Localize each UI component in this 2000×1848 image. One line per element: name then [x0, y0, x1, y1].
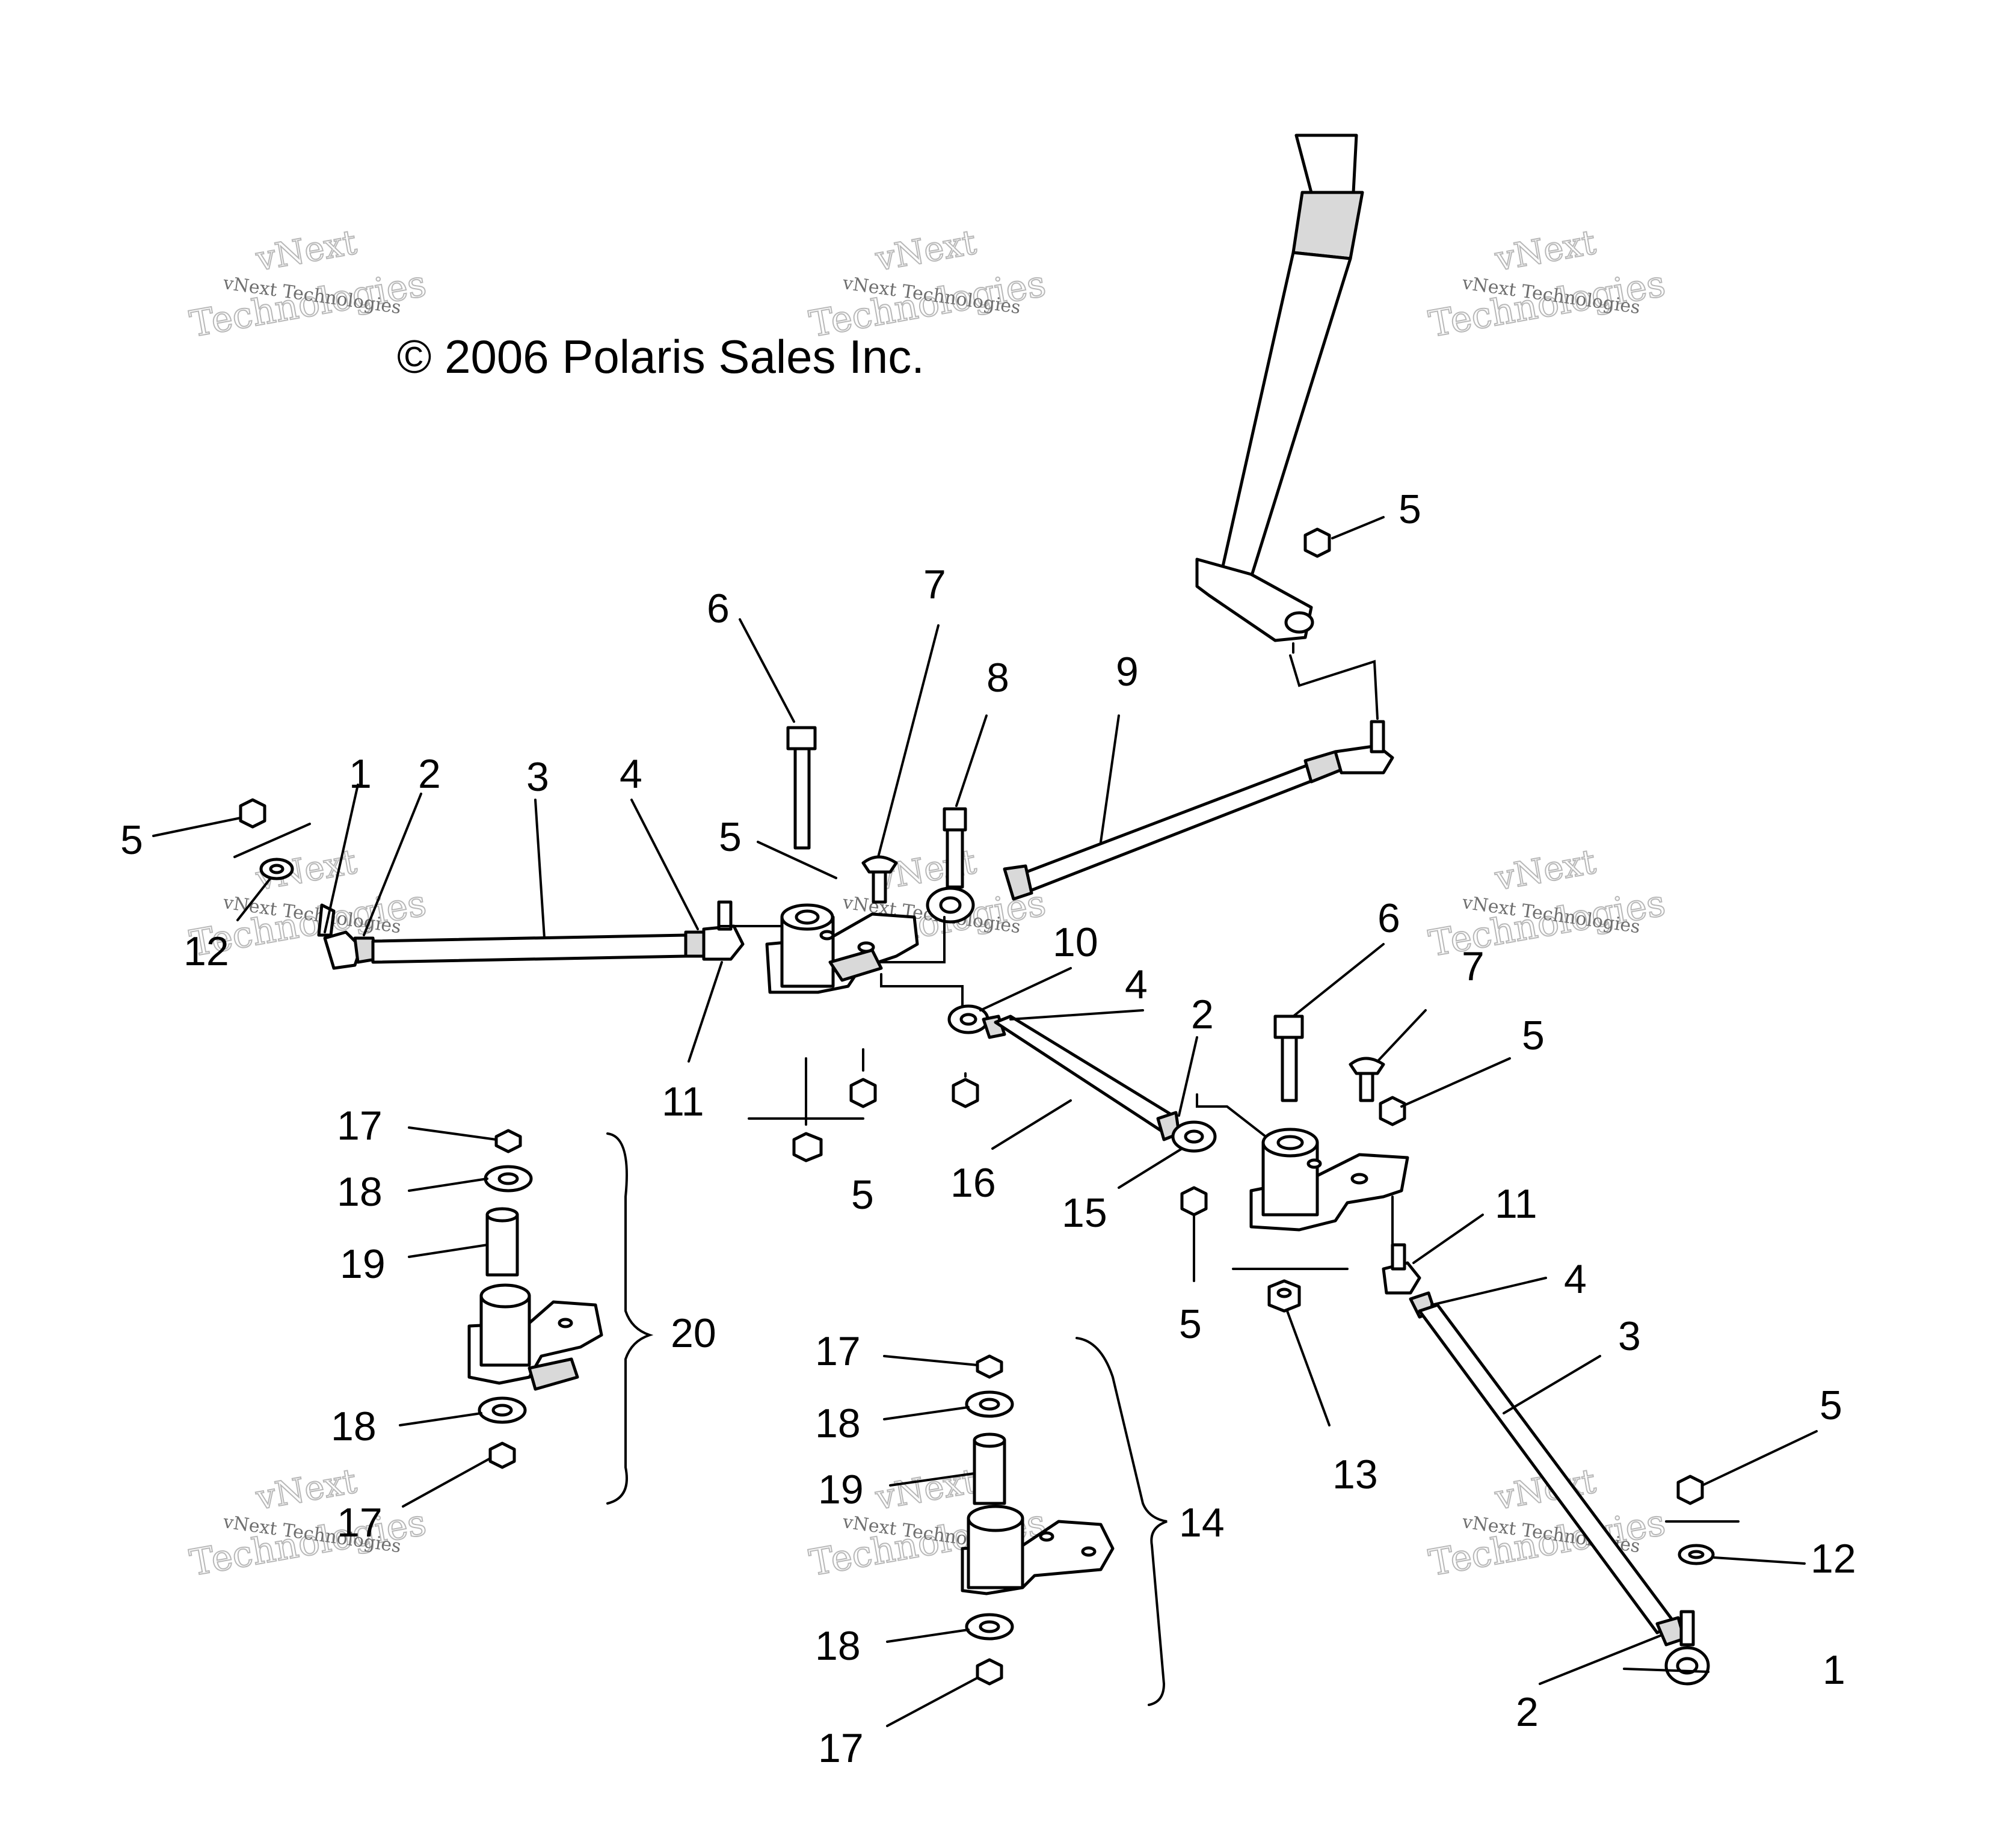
callout-10: 10: [1053, 919, 1098, 965]
copyright-text: © 2006 Polaris Sales Inc.: [397, 330, 925, 383]
callout-3-right: 3: [1618, 1313, 1641, 1359]
callout-5-drag: 5: [1179, 1301, 1202, 1347]
assembly-line-left: [233, 823, 311, 858]
callout-12-left: 12: [183, 929, 229, 974]
nut-5-lower-right: [1676, 1475, 1704, 1505]
callout-labels: 1 2 3 4 5 12 6 7 8 9 5 5 10 4 11 5 16 2 …: [120, 487, 1856, 1771]
callout-3-left: 3: [526, 754, 549, 800]
callout-14: 14: [1179, 1500, 1225, 1546]
callout-17-kit20-bottom: 17: [337, 1500, 383, 1546]
watermark-bottom-left: vNext Technologies vNext Technologies: [186, 1461, 429, 1585]
callout-19-kit14: 19: [818, 1467, 864, 1512]
assembly-line-upper: [718, 907, 783, 927]
bolt-6-upper: [786, 726, 817, 850]
idler-arm-right: [1249, 1128, 1409, 1232]
nut-13: [1267, 1279, 1301, 1313]
callout-8: 8: [986, 655, 1009, 701]
bolt-7-lower: [1349, 1057, 1385, 1102]
callout-7-lower: 7: [1462, 944, 1485, 989]
nut-5-right: [1379, 1096, 1406, 1126]
callout-16: 16: [950, 1160, 996, 1206]
callout-6-upper: 6: [707, 586, 730, 631]
callout-5-upper: 5: [719, 814, 742, 860]
callout-2-center: 2: [1191, 992, 1214, 1037]
callout-18-kit14-top: 18: [815, 1401, 861, 1446]
assembly-line-right: [1196, 1093, 1282, 1150]
watermark-line1: vNext: [872, 1462, 979, 1518]
callout-7-upper: 7: [923, 562, 946, 607]
tie-rod-9: [926, 720, 1394, 924]
washer-12-left: [259, 858, 294, 880]
callout-1-right: 1: [1823, 1647, 1845, 1693]
callout-leaders: [152, 516, 1818, 1727]
nuts-5-under-upper: [748, 1048, 979, 1162]
watermark-line1: vNext: [1492, 223, 1599, 279]
callout-5-column: 5: [1398, 487, 1421, 532]
callout-2-left: 2: [418, 751, 441, 797]
assembly-line-upper-2: [877, 916, 946, 963]
steering-column: [1195, 134, 1379, 720]
callout-11-left: 11: [662, 1079, 704, 1125]
kit-14-parts: [961, 1354, 1115, 1686]
bolt-7-upper: [861, 855, 898, 904]
watermark-top-center: vNext Technologies vNext Technologies: [805, 223, 1049, 346]
pitman-arm-upper: [765, 903, 919, 994]
watermark-line1: vNext: [1492, 843, 1599, 898]
callout-1-left: 1: [349, 751, 372, 797]
callout-17-kit14-top: 17: [815, 1328, 861, 1374]
callout-13: 13: [1332, 1452, 1378, 1497]
callout-19-kit20: 19: [340, 1241, 386, 1287]
brace-14: [1075, 1337, 1168, 1706]
callout-20: 20: [671, 1310, 716, 1356]
callout-4-left: 4: [620, 751, 642, 797]
callout-5-lower-right: 5: [1820, 1383, 1842, 1428]
nut-5-left: [239, 798, 266, 829]
callout-4-center: 4: [1125, 962, 1148, 1007]
callout-2-right: 2: [1516, 1689, 1539, 1735]
callout-17-kit14-bottom: 17: [818, 1725, 864, 1771]
callout-18-kit14-bottom: 18: [815, 1623, 861, 1669]
kit-20-parts: [467, 1129, 603, 1469]
watermark-top-right: vNext Technologies vNext Technologies: [1425, 223, 1669, 346]
watermark-top-left: vNext Technologies vNext Technologies: [186, 223, 429, 346]
nut-5-column: [1303, 527, 1331, 558]
washer-12-right: [1678, 1544, 1715, 1565]
callout-17-kit20-top: 17: [337, 1103, 383, 1149]
callout-11-right: 11: [1495, 1181, 1537, 1227]
drag-link-16: [947, 1004, 1217, 1153]
callout-5-left: 5: [120, 817, 143, 863]
tie-rod-3-left: [317, 900, 745, 970]
callout-6-lower: 6: [1377, 895, 1400, 941]
callout-5-right: 5: [1522, 1013, 1545, 1058]
nut-5-drag: [1180, 1186, 1208, 1282]
brace-20: [606, 1132, 654, 1505]
tie-rod-3-right: [1382, 1243, 1710, 1686]
callout-15: 15: [1062, 1190, 1107, 1236]
callout-18-kit20-top: 18: [337, 1169, 383, 1215]
watermark-line1: vNext: [253, 223, 360, 279]
watermark-line1: vNext: [872, 223, 979, 279]
callout-5-center: 5: [851, 1172, 874, 1218]
callout-4-right: 4: [1564, 1256, 1587, 1302]
callout-18-kit20-bottom: 18: [331, 1404, 377, 1449]
bolt-6-lower: [1273, 1015, 1304, 1102]
callout-12-right: 12: [1811, 1536, 1856, 1582]
callout-9: 9: [1116, 649, 1139, 695]
assembly-line-upper-3: [880, 973, 964, 1024]
bolt-8: [943, 807, 967, 889]
